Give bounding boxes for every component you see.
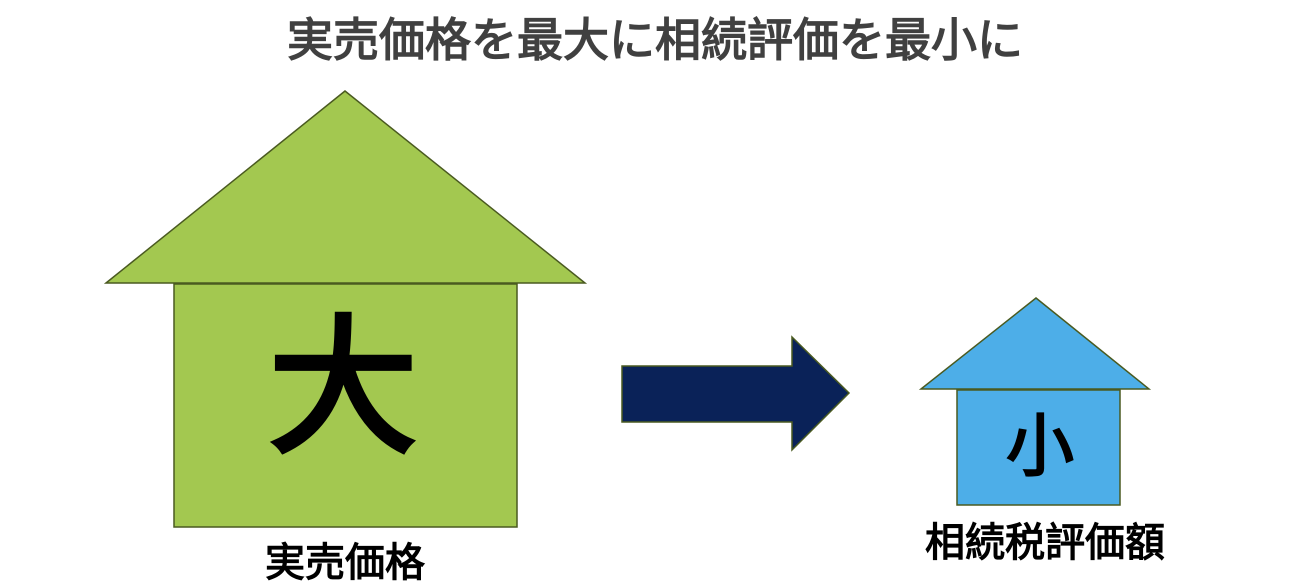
diagram-title: 実売価格を最大に相続評価を最小に: [287, 13, 1023, 67]
large-house-body: [173, 283, 518, 528]
right-arrow: [621, 335, 851, 452]
large-house: 大 実売価格: [103, 90, 588, 582]
small-house-inner-label: 小: [1006, 408, 1074, 487]
small-house: 小 相続税評価額: [918, 297, 1165, 566]
large-house-caption: 実売価格: [265, 540, 426, 582]
small-house-body: [956, 389, 1121, 506]
small-house-caption: 相続税評価額: [925, 520, 1165, 566]
large-house-inner-label: 大: [268, 302, 418, 476]
large-house-roof: [103, 90, 588, 284]
small-house-roof: [918, 297, 1152, 390]
